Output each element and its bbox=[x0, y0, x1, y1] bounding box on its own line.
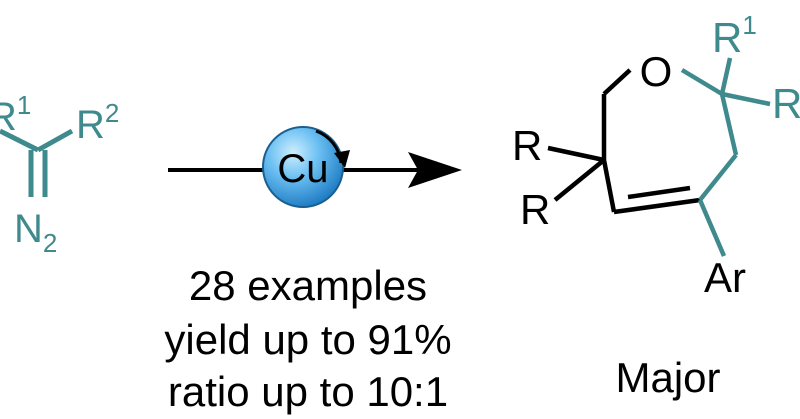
catalyst-label: Cu bbox=[277, 147, 328, 191]
diazo-bond-right bbox=[36, 128, 74, 153]
bond-quaternary-r-right bbox=[721, 91, 771, 107]
product-r1-label: R1 bbox=[712, 10, 757, 61]
bond-quaternary-alkene bbox=[601, 159, 617, 213]
product-aryl-label: Ar bbox=[704, 254, 746, 301]
diazo-reactant: R1 R2 N2 bbox=[0, 90, 119, 258]
catalyst-sphere bbox=[262, 126, 344, 208]
bond-ch2-alkene bbox=[698, 153, 738, 202]
reactant-n2-label: N2 bbox=[14, 207, 57, 258]
product-r-left-upper-label: R bbox=[512, 122, 542, 169]
bond-alkene-aryl bbox=[697, 199, 727, 257]
product-r-left-lower-label: R bbox=[520, 186, 550, 233]
product-oxygen-label: O bbox=[640, 48, 673, 95]
conditions-yield: yield up to 91% bbox=[164, 316, 451, 363]
bond-quaternary-c-ch2 bbox=[719, 93, 739, 156]
bond-quaternary-r1 bbox=[719, 57, 733, 95]
reaction-conditions: 28 examples yield up to 91% ratio up to … bbox=[164, 262, 451, 415]
copper-catalyst: Cu bbox=[262, 126, 350, 208]
conditions-ratio: ratio up to 10:1 bbox=[168, 368, 448, 415]
reactant-r1-label: R1 bbox=[0, 90, 31, 139]
catalyst-rotation-arrowhead bbox=[334, 150, 350, 168]
oxepine-product: O R1 R R R Ar Major bbox=[512, 10, 800, 401]
conditions-examples: 28 examples bbox=[189, 262, 427, 309]
alkene-double-bond-inner bbox=[627, 185, 691, 200]
arrow-head bbox=[408, 152, 462, 188]
diazo-bond-left bbox=[0, 128, 40, 153]
product-major-caption: Major bbox=[615, 354, 720, 401]
bond-oxygen-quaternary-c bbox=[680, 68, 724, 96]
alkene-double-bond bbox=[613, 197, 701, 215]
bond-oxygen-ch2 bbox=[602, 68, 632, 96]
bond-quaternary-r-lower bbox=[553, 158, 606, 202]
product-r-right-label: R bbox=[772, 80, 800, 127]
bond-quaternary-r-upper bbox=[547, 145, 605, 163]
reactant-r2-label: R2 bbox=[76, 98, 119, 147]
